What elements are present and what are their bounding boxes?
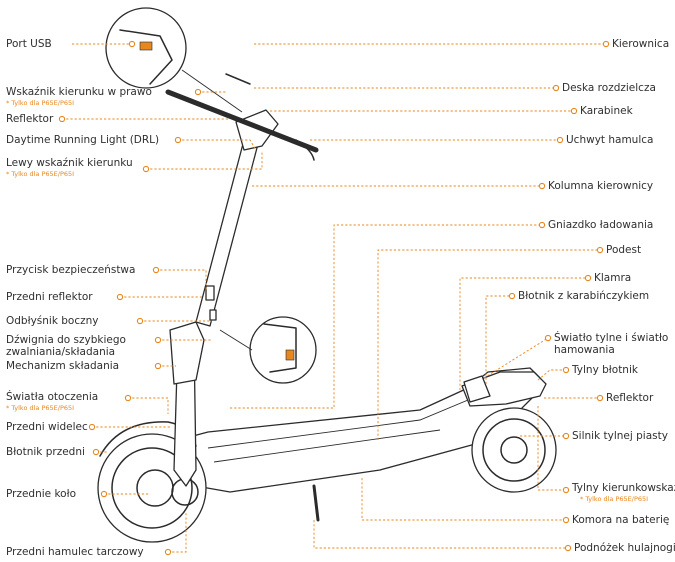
- label-port-usb: Port USB: [6, 38, 52, 50]
- label-reflector-top: Reflektor: [6, 113, 54, 125]
- label-front-fork: Przedni widelec: [6, 421, 88, 433]
- label-rear-fender: Tylny błotnik: [572, 364, 638, 376]
- label-dashboard: Deska rozdzielcza: [562, 82, 656, 94]
- label-quick-release-lever: Dźwignia do szybkiego zwalniania/składan…: [6, 334, 126, 358]
- label-side-reflector: Odbłyśnik boczny: [6, 315, 99, 327]
- label-rear-hub-motor: Silnik tylnej piasty: [572, 430, 668, 442]
- rear-wheel: [471, 407, 557, 493]
- scooter-illustration: [97, 73, 557, 543]
- label-handlebar: Kierownica: [612, 38, 670, 50]
- label-buckle: Klamra: [594, 272, 632, 284]
- note-model-only: * Tylko dla P65E/P65I: [6, 99, 75, 107]
- label-ambient-lights: Światła otoczenia: [6, 391, 99, 403]
- note-model-only: * Tylko dla P65E/P65I: [6, 404, 75, 412]
- label-front-wheel: Przednie koło: [6, 488, 77, 500]
- label-reflector-rear: Reflektor: [606, 392, 654, 404]
- label-fender-carabiner: Błotnik z karabińczykiem: [518, 290, 650, 302]
- label-steering-column: Kolumna kierownicy: [548, 180, 654, 192]
- label-battery-compartment: Komora na baterię: [572, 514, 670, 526]
- label-rear-turn-signal: Tylny kierunkowskaz: [572, 482, 675, 494]
- leader-lines: [58, 40, 610, 556]
- label-deck: Podest: [606, 244, 642, 256]
- label-front-headlight: Przedni reflektor: [6, 291, 93, 303]
- label-safety-button: Przycisk bezpieczeństwa: [6, 264, 136, 276]
- label-tail-brake-light: Światło tylne i światło hamowania: [554, 332, 669, 356]
- note-model-only: * Tylko dla P65E/P65I: [6, 170, 75, 178]
- label-front-disc-brake: Przedni hamulec tarczowy: [6, 546, 144, 558]
- note-model-only: * Tylko dla P65E/P65I: [580, 495, 649, 503]
- stem-shape: [195, 139, 259, 327]
- tail-light-unit: [463, 375, 491, 403]
- label-folding-mechanism: Mechanizm składania: [6, 360, 120, 372]
- label-left-turn-signal: Lewy wskaźnik kierunku: [6, 157, 133, 169]
- label-kickstand: Podnóżek hulajnogi: [574, 542, 675, 554]
- label-carabiner: Karabinek: [580, 105, 633, 117]
- label-right-turn-signal: Wskaźnik kierunku w prawo: [6, 86, 152, 98]
- kickstand-shape: [312, 484, 320, 522]
- label-charging-port: Gniazdko ładowania: [548, 219, 654, 231]
- fold-lever-icon: [285, 349, 295, 361]
- usb-port-icon: [139, 41, 153, 51]
- label-front-fender: Błotnik przedni: [6, 446, 85, 458]
- fold-callout-circle: [249, 316, 317, 384]
- label-drl: Daytime Running Light (DRL): [6, 134, 160, 146]
- label-brake-lever: Uchwyt hamulca: [566, 134, 654, 146]
- handlebar-shape: [165, 89, 319, 153]
